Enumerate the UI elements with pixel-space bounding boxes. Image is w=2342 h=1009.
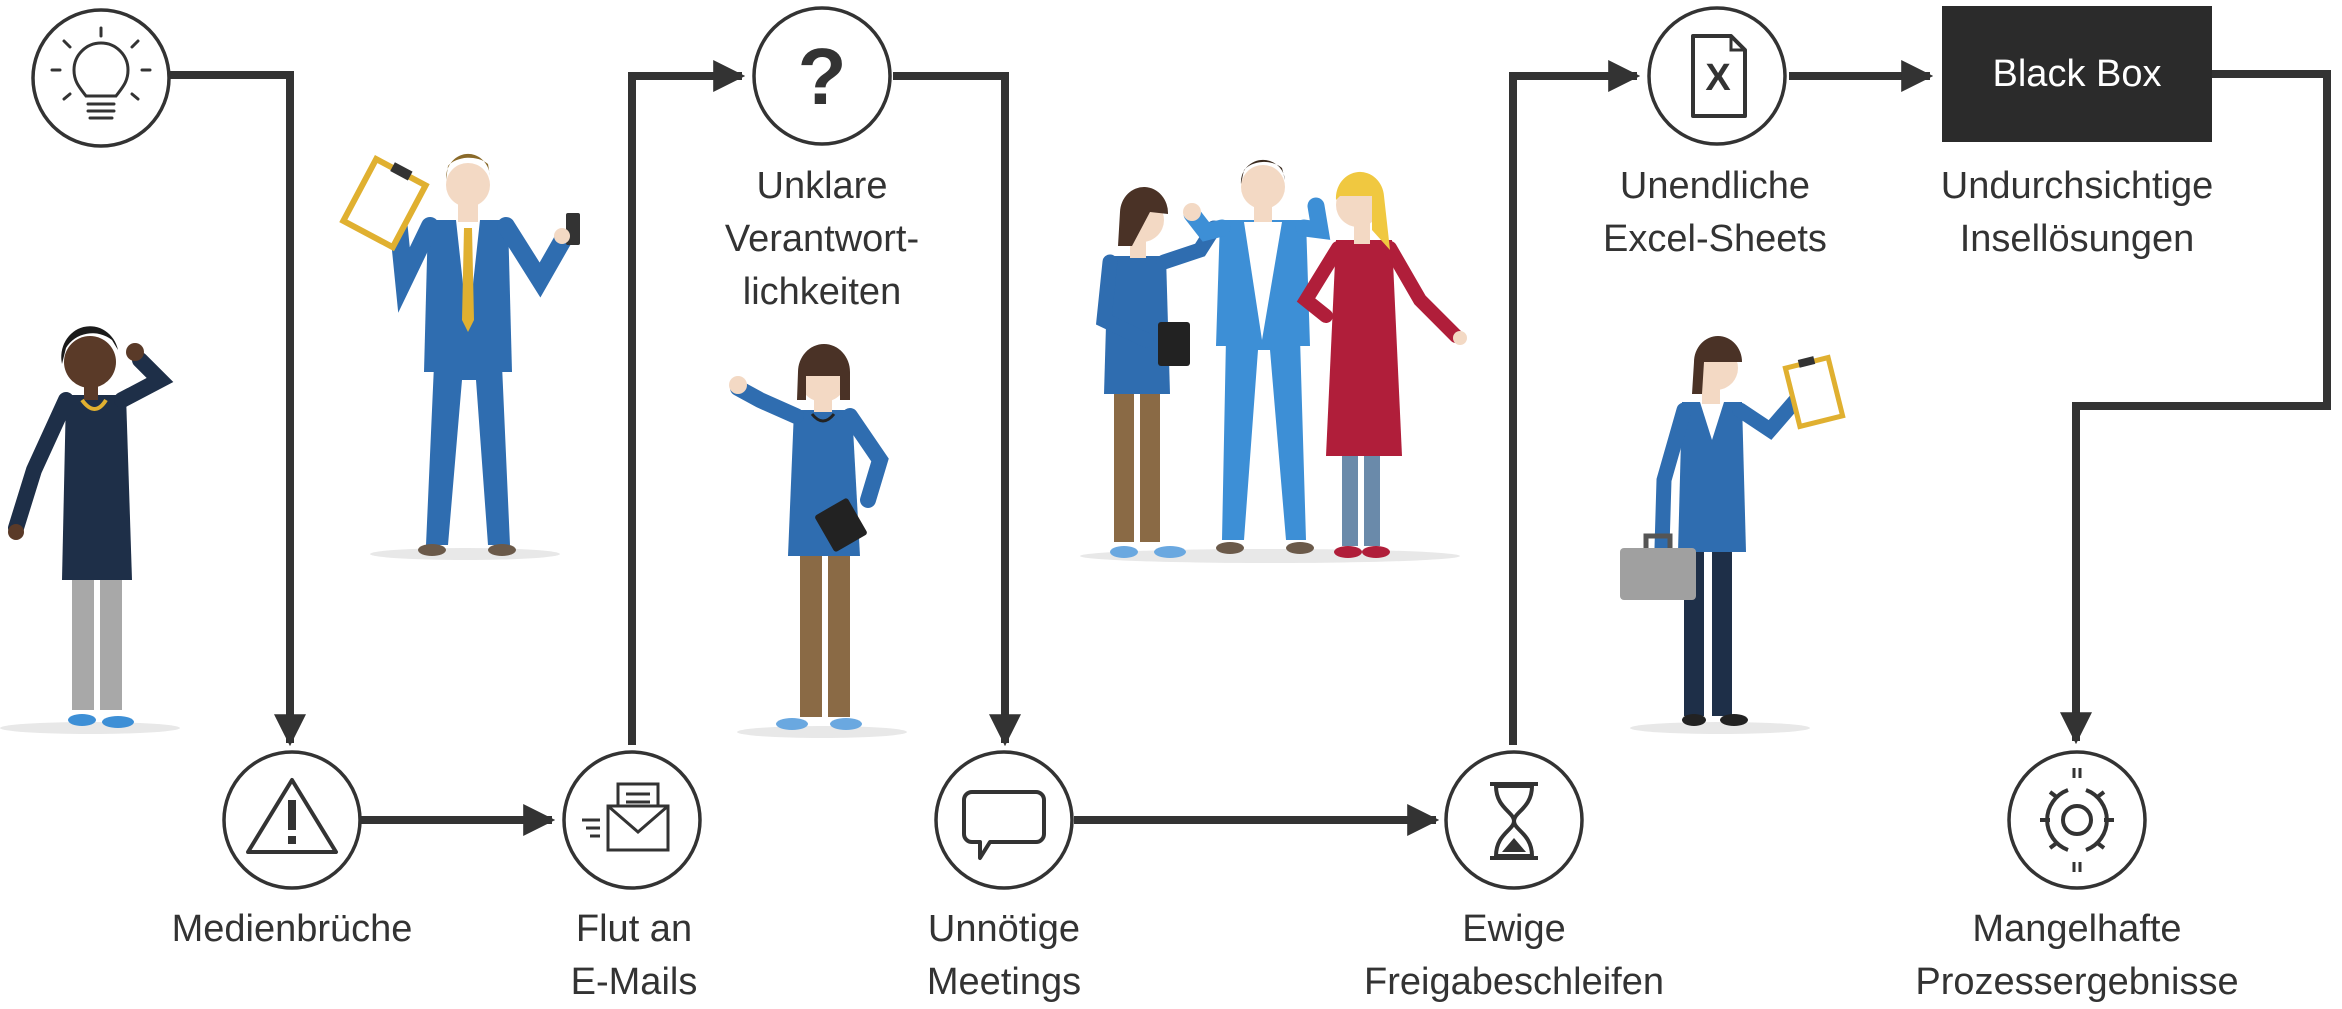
blackbox-label: Undurchsichtige Insellösungen xyxy=(1941,160,2213,266)
meetings-label: Unnötige Meetings xyxy=(927,903,1081,1009)
question-mark-icon: ? xyxy=(798,32,847,121)
businesswoman-thinking-illustration xyxy=(0,326,180,734)
black-box-node: Black Box xyxy=(1942,6,2212,142)
media-label-line: Medienbrüche xyxy=(171,908,413,950)
excel-sheet-icon: X xyxy=(1691,34,1747,118)
meetings-label-line: Meetings xyxy=(926,961,1082,1003)
excel-node: X xyxy=(1647,6,1787,146)
excel-label-line: Excel-Sheets xyxy=(1603,218,1827,260)
approval-node xyxy=(1444,750,1584,890)
unclear-label-line: Unklare xyxy=(756,165,888,207)
unclear-label-line: Verantwort- xyxy=(724,218,920,260)
media-node xyxy=(222,750,362,890)
connector-idea-media xyxy=(170,71,306,747)
connector-approval-excel xyxy=(1509,60,1641,745)
meetings-node xyxy=(934,750,1074,890)
connectors xyxy=(170,60,2331,836)
unclear-label: Unklare Verantwort- lichkeiten xyxy=(725,160,919,319)
unclear-node: ? xyxy=(752,6,892,146)
speech-bubble-icon xyxy=(962,790,1046,860)
emails-label: Flut an E-Mails xyxy=(571,903,698,1009)
unclear-label-line: lichkeiten xyxy=(742,271,902,313)
blackbox-label-line: Insellösungen xyxy=(1959,218,2195,260)
lightbulb-icon xyxy=(50,26,152,120)
results-label: Mangelhafte Prozessergebnisse xyxy=(1915,903,2238,1009)
envelope-icon xyxy=(582,782,670,852)
connector-emails-unclear xyxy=(628,60,746,745)
hourglass-icon xyxy=(1490,782,1538,860)
emails-node xyxy=(562,750,702,890)
approval-label: Ewige Freigabeschleifen xyxy=(1364,903,1664,1009)
broken-gears-icon xyxy=(2040,768,2114,872)
idea-node xyxy=(31,8,171,148)
team-discussion-illustration xyxy=(1080,159,1467,563)
results-node xyxy=(2007,750,2147,890)
connector-unclear-meetings xyxy=(893,72,1021,747)
businesswoman-briefcase-illustration xyxy=(1620,336,1846,734)
businesswoman-tablet-illustration xyxy=(729,344,907,738)
svg-text:?: ? xyxy=(798,32,847,121)
results-label-line: Prozessergebnisse xyxy=(1915,961,2239,1003)
results-label-line: Mangelhafte xyxy=(1972,908,2182,950)
excel-label-line: Unendliche xyxy=(1619,165,1811,207)
meetings-label-line: Unnötige xyxy=(927,908,1081,950)
approval-label-line: Freigabeschleifen xyxy=(1364,961,1664,1003)
connector-blackbox-results xyxy=(2060,70,2331,745)
svg-text:X: X xyxy=(1705,57,1731,99)
approval-label-line: Ewige xyxy=(1462,908,1566,950)
blackbox-label-line: Undurchsichtige xyxy=(1940,165,2214,207)
businessman-clipboard-illustration xyxy=(339,153,580,560)
warning-triangle-icon xyxy=(246,778,338,854)
media-label: Medienbrüche xyxy=(172,903,413,956)
excel-label: Unendliche Excel-Sheets xyxy=(1603,160,1827,266)
emails-label-line: E-Mails xyxy=(570,961,698,1003)
emails-label-line: Flut an xyxy=(575,908,693,950)
